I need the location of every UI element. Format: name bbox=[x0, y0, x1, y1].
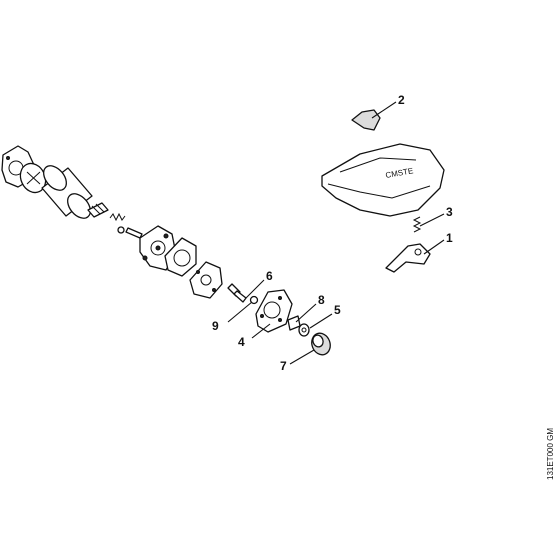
callout-7: 7 bbox=[280, 359, 287, 373]
callout-5: 5 bbox=[334, 303, 341, 317]
callout-9: 9 bbox=[212, 319, 219, 333]
callout-8: 8 bbox=[318, 293, 325, 307]
bolt-part-8 bbox=[287, 315, 301, 331]
washer-part-5 bbox=[298, 323, 310, 337]
small-spring bbox=[109, 212, 126, 222]
fuel-filter-cylinder bbox=[41, 165, 93, 219]
leader-lines bbox=[227, 101, 445, 365]
washer-part-9 bbox=[249, 295, 259, 305]
small-ring bbox=[117, 226, 125, 234]
large-cover-housing: CMSTE bbox=[321, 143, 445, 217]
callout-4: 4 bbox=[238, 335, 245, 349]
callout-3: 3 bbox=[446, 205, 453, 219]
needle-valve bbox=[125, 227, 143, 239]
gasket-middle bbox=[164, 237, 197, 277]
lever-part-1 bbox=[385, 243, 431, 273]
reference-code: 131ET000 GM bbox=[546, 428, 555, 480]
throttle-shaft-housing-part-4 bbox=[255, 289, 293, 333]
inlet-nipple bbox=[87, 202, 109, 218]
trigger-part-2 bbox=[351, 109, 381, 131]
callout-2: 2 bbox=[398, 93, 405, 107]
metering-diaphragm bbox=[189, 261, 223, 299]
callout-1: 1 bbox=[446, 231, 453, 245]
callout-6: 6 bbox=[266, 269, 273, 283]
screw-part-6 bbox=[227, 283, 247, 303]
spring-part-3 bbox=[412, 216, 422, 233]
diaphragm-disc bbox=[19, 162, 47, 194]
knob-part-7 bbox=[311, 332, 331, 356]
